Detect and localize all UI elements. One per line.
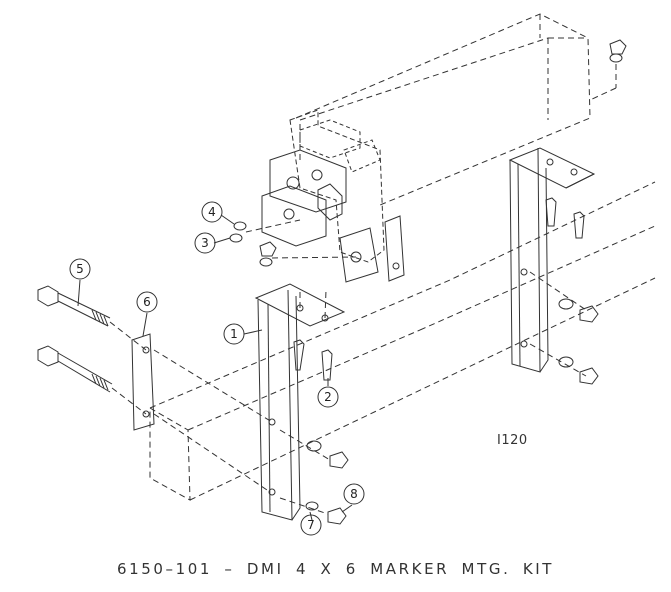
- callout-circle: [343, 483, 365, 505]
- spacer-bar: [131, 333, 155, 431]
- assembly-lines: [109, 64, 617, 515]
- callout-number-2: 2: [324, 390, 332, 404]
- callout-leader: [341, 504, 353, 513]
- callout-number-6: 6: [143, 295, 151, 309]
- callout-leader: [243, 329, 263, 335]
- frame-tube: [149, 13, 656, 501]
- callout-number-3: 3: [201, 236, 209, 250]
- callout-number-7: 7: [307, 518, 315, 532]
- callout-number-1: 1: [230, 327, 238, 341]
- callout-number-8: 8: [350, 487, 358, 501]
- figure-id-label: I120: [497, 433, 528, 448]
- callout-circle: [201, 201, 223, 223]
- callout-leader: [142, 312, 148, 337]
- right-marker-bracket: [508, 147, 596, 373]
- callout-leader: [77, 279, 81, 307]
- callout-circle: [136, 291, 158, 313]
- callout-leader: [309, 511, 313, 521]
- washers-and-nuts: [229, 39, 627, 525]
- callout-number-4: 4: [208, 205, 216, 219]
- callout-leader: [220, 214, 235, 225]
- long-bolts: [37, 285, 113, 393]
- callout-leader: [213, 237, 231, 244]
- mounting-plates: [261, 109, 385, 283]
- diagram-caption: 6150–101 – DMI 4 X 6 MARKER MTG. KIT: [116, 560, 555, 578]
- callout-circle: [300, 514, 322, 536]
- callout-circle: [223, 323, 245, 345]
- callout-circle: [194, 232, 216, 254]
- callouts: 1 2 3 4 5 6 7: [69, 201, 365, 536]
- callout-number-5: 5: [76, 262, 84, 276]
- center-post: [384, 215, 405, 282]
- callout-circle: [317, 386, 339, 408]
- small-bolts: [293, 197, 585, 381]
- callout-circle: [69, 258, 91, 280]
